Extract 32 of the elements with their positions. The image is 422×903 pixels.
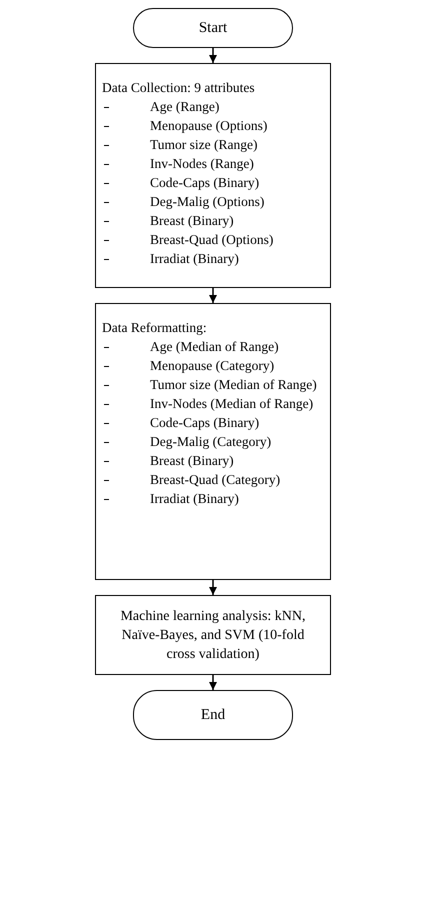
list-item: Code-Caps (Binary) <box>150 415 260 430</box>
process-box <box>95 595 331 675</box>
list-item: Code-Caps (Binary) <box>150 175 260 190</box>
list-item: Irradiat (Binary) <box>150 491 239 506</box>
list-item: Inv-Nodes (Median of Range) <box>150 396 314 411</box>
terminal-shape <box>133 690 293 740</box>
arrow <box>209 580 217 595</box>
list-item: Menopause (Options) <box>150 118 268 133</box>
list-item: Breast-Quad (Category) <box>150 472 280 487</box>
box-heading: Data Reformatting: <box>102 319 208 337</box>
list-item: Breast-Quad (Options) <box>150 232 274 247</box>
box-heading: Data Collection: 9 attributes <box>102 79 256 97</box>
terminal-label: Start <box>198 20 228 36</box>
box-text: Machine learning analysis: kNN, Naïve-Bayes, and SVM (10-fold cross validation) <box>119 608 307 664</box>
arrow <box>209 675 217 690</box>
arrow <box>209 288 217 303</box>
list-item: Tumor size (Range) <box>150 137 258 152</box>
list-item: Age (Median of Range) <box>150 339 279 354</box>
terminal-label: End <box>200 706 226 724</box>
list-item: Deg-Malig (Category) <box>150 434 272 449</box>
list-item: Tumor size (Median of Range) <box>150 377 317 392</box>
list-item: Breast (Binary) <box>150 453 234 468</box>
list-item: Inv-Nodes (Range) <box>150 156 254 171</box>
arrow <box>209 48 217 63</box>
list-item: Menopause (Category) <box>150 358 274 373</box>
process-box <box>95 63 331 288</box>
list-item: Deg-Malig (Options) <box>150 194 264 209</box>
process-box <box>95 303 331 580</box>
list-item: Age (Range) <box>150 99 220 114</box>
list-item: Breast (Binary) <box>150 213 234 228</box>
terminal-shape <box>133 8 293 48</box>
list-item: Irradiat (Binary) <box>150 251 239 266</box>
